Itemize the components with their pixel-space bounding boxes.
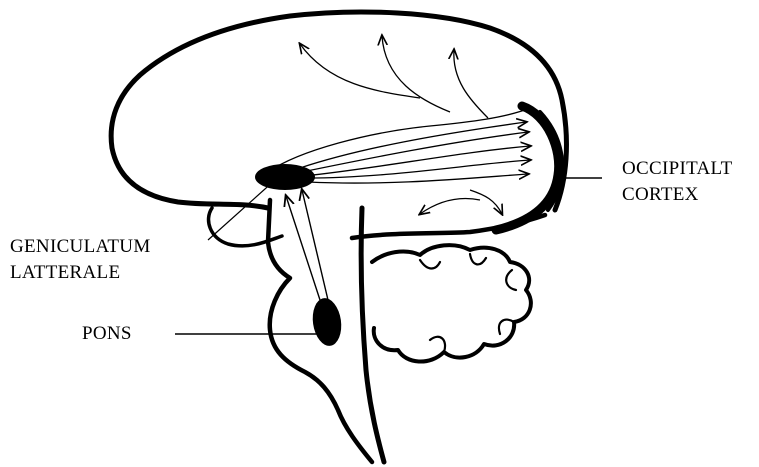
projection-arrow-2 [382, 36, 450, 112]
cerebellum [372, 245, 531, 361]
projection-arrow-3 [454, 50, 488, 118]
projection-arrow-1 [300, 44, 420, 98]
label-geniculatum-line2: LATTERALE [10, 260, 120, 286]
label-geniculatum-line1: GENICULATUM [10, 234, 151, 260]
optic-radiation-4 [306, 160, 530, 178]
ascending-fiber-1 [286, 196, 320, 300]
label-occipital-line1: OCCIPITALT [622, 156, 733, 182]
pons-nucleus [310, 296, 344, 347]
lateral-geniculate-nucleus [255, 164, 315, 190]
cerebrum-outline [111, 12, 566, 210]
optic-radiation-2 [302, 132, 528, 172]
leader-line-geniculatum [208, 180, 275, 240]
label-pons: PONS [82, 321, 132, 347]
corpus-callosum [268, 108, 530, 172]
projection-arrow-5 [420, 199, 480, 214]
optic-radiation-5 [308, 174, 528, 183]
cerebellum-folia [420, 254, 516, 352]
label-occipital-line2: CORTEX [622, 182, 699, 208]
projection-arrow-4 [470, 190, 502, 214]
